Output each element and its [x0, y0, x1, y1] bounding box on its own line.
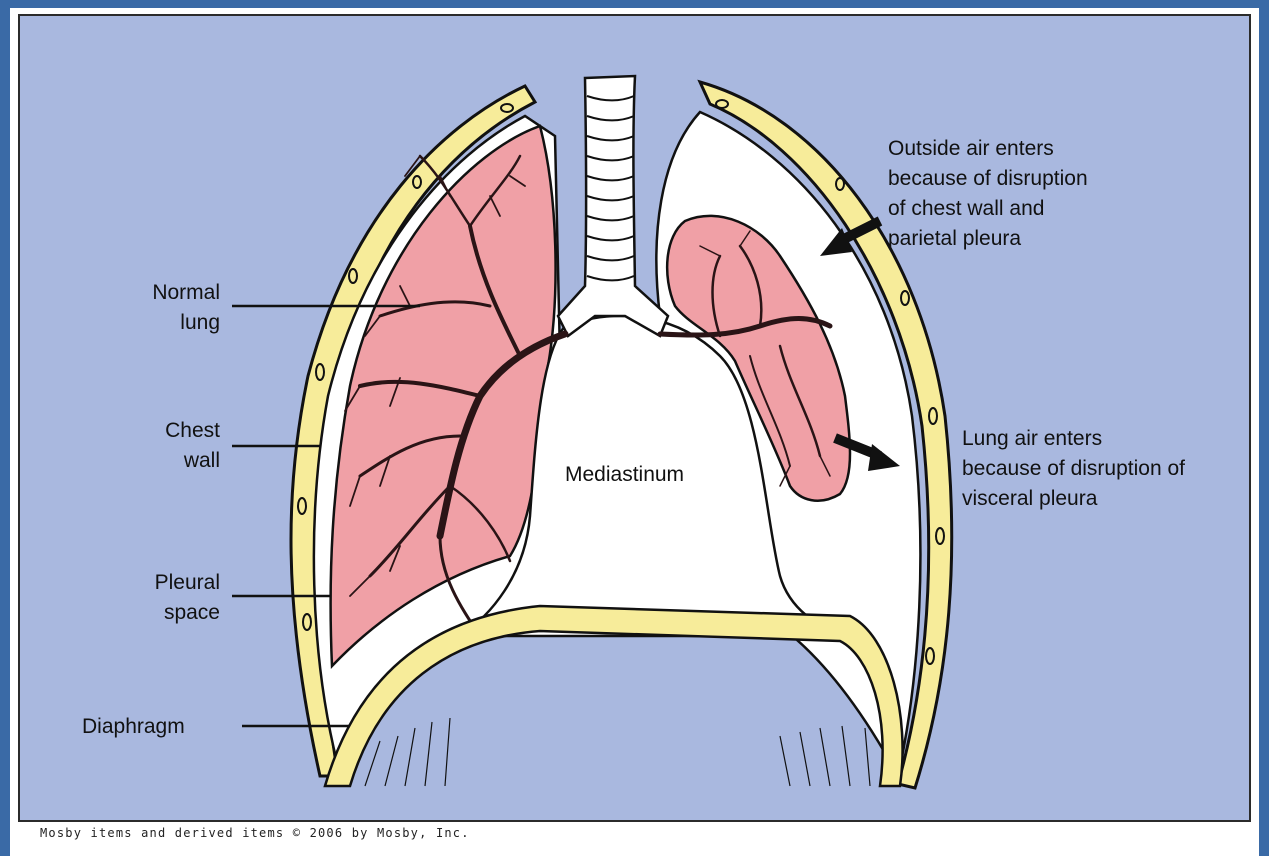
label-outside-air: Outside air enters because of disruption…	[888, 134, 1088, 254]
diagram-panel: Normal lung Chest wall Pleural space Dia…	[18, 14, 1251, 822]
label-lung-air: Lung air enters because of disruption of…	[962, 424, 1185, 514]
copyright-text: Mosby items and derived items © 2006 by …	[40, 826, 470, 840]
label-mediastinum: Mediastinum	[565, 460, 684, 490]
diaphragm-shading	[365, 718, 870, 786]
label-diaphragm: Diaphragm	[82, 712, 185, 742]
label-pleural-space: Pleural space	[100, 568, 220, 628]
trachea	[558, 76, 668, 336]
label-normal-lung: Normal lung	[100, 278, 220, 338]
label-chest-wall: Chest wall	[100, 416, 220, 476]
figure-frame: Normal lung Chest wall Pleural space Dia…	[10, 8, 1259, 856]
